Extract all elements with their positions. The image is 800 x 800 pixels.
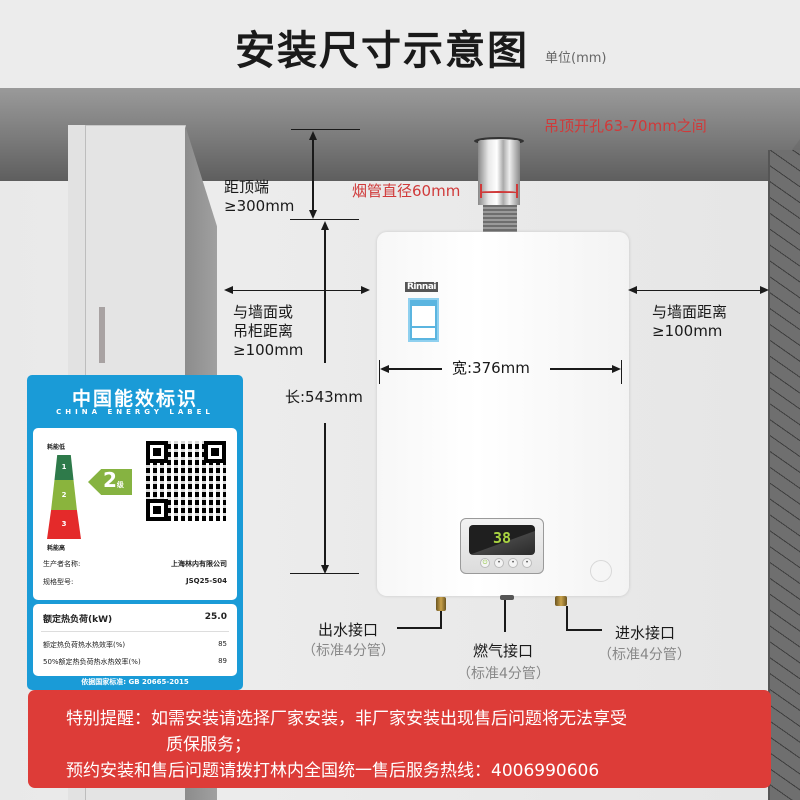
arrow-left-icon — [224, 286, 233, 294]
arrow-right-icon — [760, 286, 769, 294]
arrow-left-icon — [380, 365, 389, 373]
height-line-top — [324, 228, 326, 363]
water-outlet-label: 出水接口 — [318, 621, 379, 639]
water-inlet-spec: （标准4分管） — [598, 647, 691, 663]
water-inlet-fitting — [555, 596, 567, 606]
arrow-left-icon — [628, 286, 637, 294]
mode-button: • — [522, 558, 532, 568]
notice-line-2: 质保服务； — [166, 735, 251, 755]
manufacturer-row: 生产者名称:上海林内有限公司 — [43, 560, 227, 568]
qr-finder — [146, 499, 168, 521]
gas-inlet-fitting — [500, 595, 514, 600]
right-clearance-label: 与墙面距离 ≥100mm — [652, 303, 728, 340]
outlet-leader-h — [397, 627, 442, 629]
efficiency-row: 额定热负荷热水热效率(%)85 — [43, 640, 227, 649]
high-consumption-label: 耗能高 — [47, 545, 66, 552]
width-line-left — [384, 368, 442, 370]
control-panel: 38 ⏻ • • • — [460, 518, 544, 574]
flue-diameter-tick-left — [480, 184, 482, 198]
model-row: 规格型号:JSQ25-S04 — [43, 577, 227, 586]
grade-2-bar: 2 — [51, 480, 77, 510]
top-heater-ref-line — [290, 219, 359, 220]
width-label: 宽:376mm — [452, 359, 530, 377]
left-clearance-label: 与墙面或 吊柜距离 ≥100mm — [233, 303, 304, 359]
current-grade: 2级 — [103, 468, 124, 492]
gas-leader-v — [504, 600, 506, 632]
water-outlet-spec: （标准4分管） — [302, 643, 395, 659]
title-bar: 安装尺寸示意图 单位(mm) — [0, 0, 800, 88]
energy-label-subtitle: CHINA ENERGY LABEL — [56, 408, 214, 416]
arrow-up-icon — [309, 131, 317, 140]
flue-collar — [483, 205, 517, 232]
outlet-leader-v — [440, 611, 442, 629]
ceiling-hole-label: 吊顶开孔63-70mm之间 — [544, 117, 707, 135]
flue-pipe — [478, 140, 520, 205]
arrow-down-icon — [309, 210, 317, 219]
top-clearance-line — [312, 134, 314, 214]
page-title: 安装尺寸示意图 — [235, 28, 529, 74]
bottom-ref-line — [290, 573, 359, 574]
temperature-value: 38 — [493, 529, 512, 547]
unit-label: 单位(mm) — [545, 51, 607, 66]
grade-3-bar: 3 — [47, 510, 81, 539]
up-button: • — [508, 558, 518, 568]
rated-load-row: 额定热负荷(kW)25.0 — [43, 612, 227, 625]
arrow-right-icon — [361, 286, 370, 294]
energy-label: 中国能效标识 CHINA ENERGY LABEL 耗能低 1 2 3 耗能高 … — [27, 375, 243, 690]
inlet-leader-v — [566, 606, 568, 630]
mini-energy-label — [408, 298, 439, 342]
qr-finder — [204, 441, 226, 463]
flue-diameter-arc — [480, 191, 516, 193]
arrow-up-icon — [321, 221, 329, 230]
top-ref-line — [291, 129, 360, 130]
energy-label-standard: 依据国家标准: GB 20665-2015 — [81, 678, 189, 686]
left-clearance-line — [230, 290, 365, 291]
gas-inlet-label: 燃气接口 — [473, 642, 534, 660]
divider — [41, 631, 229, 632]
height-line-bottom — [324, 423, 326, 568]
inlet-leader-h — [566, 629, 602, 631]
notice-line-3: 预约安装和售后问题请拨打林内全国统一售后服务热线：4006990606 — [66, 761, 600, 781]
arrow-down-icon — [321, 565, 329, 574]
energy-spec-panel: 额定热负荷(kW)25.0 额定热负荷热水热效率(%)85 50%额定热负荷热水… — [33, 604, 237, 676]
efficiency50-row: 50%额定热负荷热水热效率(%)89 — [43, 657, 227, 666]
grade-1-bar: 1 — [54, 455, 74, 480]
gas-inlet-spec: （标准4分管） — [457, 666, 550, 682]
qr-finder — [146, 441, 168, 463]
flue-diameter-tick-right — [516, 184, 518, 198]
cabinet-handle — [99, 307, 105, 363]
energy-label-title: 中国能效标识 — [71, 388, 198, 410]
right-wall — [768, 150, 800, 800]
low-consumption-label: 耗能低 — [47, 444, 66, 451]
arrow-right-icon — [612, 365, 621, 373]
power-button: ⏻ — [480, 558, 490, 568]
flue-diameter-label: 烟管直径60mm — [352, 182, 461, 200]
energy-grade-panel: 耗能低 1 2 3 耗能高 2级 生产者名称:上海林内有限公司 规格型号:JSQ… — [33, 428, 237, 600]
width-tick-right — [621, 360, 622, 384]
height-label: 长:543mm — [285, 388, 363, 406]
water-outlet-fitting — [436, 597, 446, 611]
width-tick-left — [379, 360, 380, 384]
water-inlet-label: 进水接口 — [615, 624, 676, 642]
width-line-right — [550, 368, 612, 370]
top-clearance-label: 距顶端 ≥300mm — [224, 178, 295, 215]
installation-notice: 特别提醒：如需安装请选择厂家安装，非厂家安装出现售后问题将无法享受 质保服务； … — [28, 690, 771, 788]
down-button: • — [494, 558, 504, 568]
vent-icon — [590, 560, 612, 582]
notice-line-1: 特别提醒：如需安装请选择厂家安装，非厂家安装出现售后问题将无法享受 — [66, 709, 627, 729]
temperature-display: 38 — [469, 525, 535, 555]
right-clearance-line — [634, 290, 762, 291]
brand-logo: Rinnai — [405, 282, 438, 292]
